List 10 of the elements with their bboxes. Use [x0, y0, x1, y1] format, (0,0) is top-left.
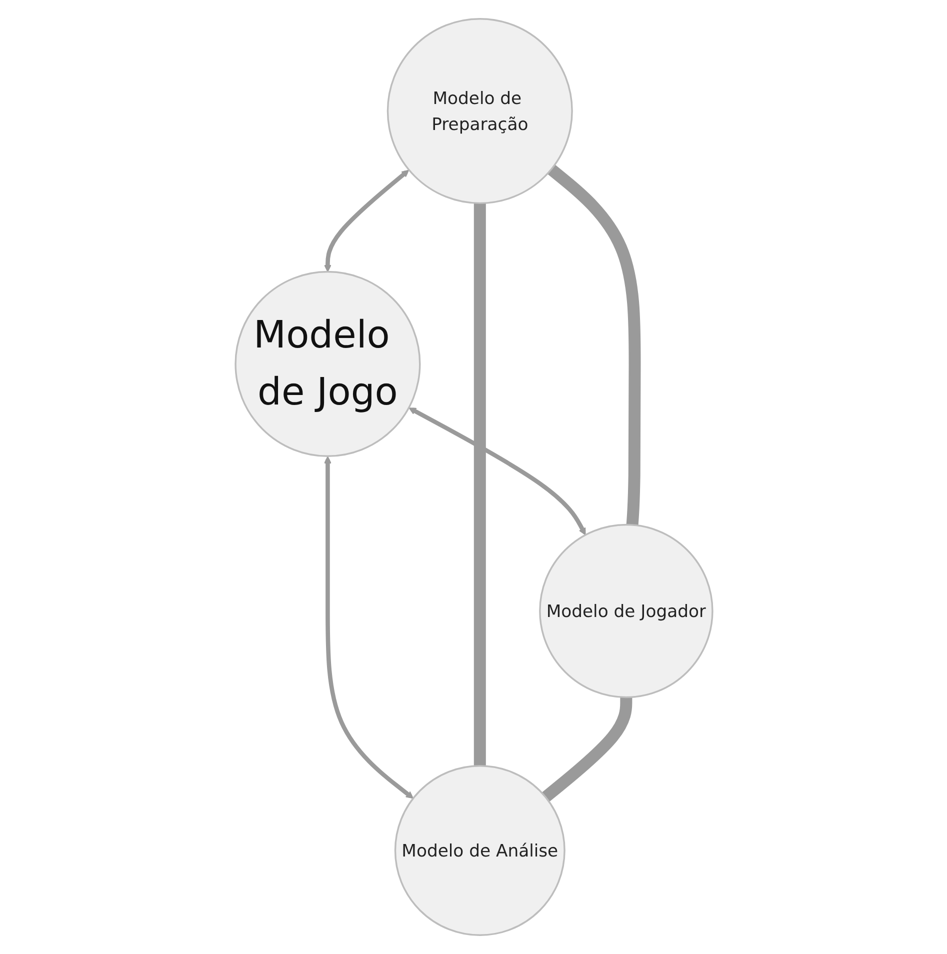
- arrow: [323, 170, 409, 272]
- arrow: [323, 456, 414, 799]
- arrow: [408, 408, 586, 536]
- node-circle: Modelo de Jogador: [538, 524, 713, 698]
- connector: [547, 164, 640, 526]
- node-circle: Modelo de Jogo: [234, 270, 420, 457]
- connector: [473, 202, 486, 766]
- node-circle: Modelo de Preparação: [386, 18, 572, 204]
- connector: [541, 696, 632, 802]
- node-circle: Modelo de Análise: [394, 765, 565, 936]
